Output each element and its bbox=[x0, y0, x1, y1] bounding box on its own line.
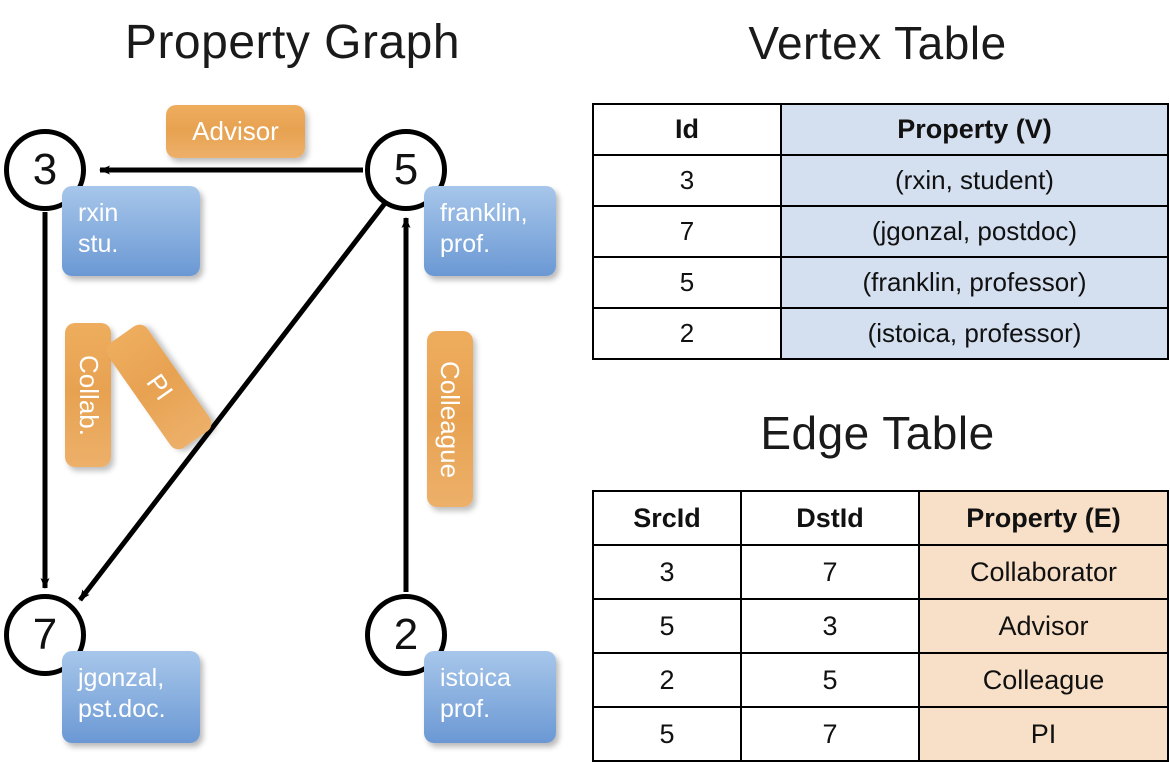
vertex-table-header-row: Id Property (V) bbox=[592, 103, 1169, 156]
vertex-table-cell-property: (jgonzal, postdoc) bbox=[780, 205, 1169, 258]
vertex-table-cell-property: (rxin, student) bbox=[780, 154, 1169, 207]
edge-table-header-row: SrcId DstId Property (E) bbox=[592, 490, 1169, 546]
edge-table-cell-dstid: 3 bbox=[740, 598, 920, 654]
table-row: 3 7 Collaborator bbox=[592, 544, 1169, 600]
edge-table-cell-srcid: 2 bbox=[592, 652, 742, 708]
edge-table-header-srcid: SrcId bbox=[592, 490, 742, 546]
edge-table-cell-srcid: 5 bbox=[592, 706, 742, 762]
vertex-property-box-2-line1: istoica bbox=[440, 664, 511, 692]
edge-table-cell-dstid: 5 bbox=[740, 652, 920, 708]
vertex-property-box-3: rxin stu. bbox=[62, 186, 200, 276]
vertex-property-box-7-line2: pst.doc. bbox=[78, 695, 166, 723]
graph-vertex-2[interactable]: 2 bbox=[365, 594, 447, 676]
edge-table-cell-property: Collaborator bbox=[918, 544, 1169, 600]
edge-property-box-pi-label: PI bbox=[140, 368, 179, 406]
edge-property-box-colleague-label: Colleague bbox=[435, 360, 466, 478]
edge-table: SrcId DstId Property (E) 3 7 Collaborato… bbox=[592, 490, 1169, 762]
table-row: 5 3 Advisor bbox=[592, 598, 1169, 654]
table-row: 5 7 PI bbox=[592, 706, 1169, 762]
vertex-property-box-5-line2: prof. bbox=[440, 230, 491, 258]
vertex-property-box-3-line1: rxin bbox=[78, 199, 119, 227]
page-title-property-graph: Property Graph bbox=[124, 16, 461, 69]
vertex-property-box-3-line2: stu. bbox=[78, 230, 119, 258]
vertex-property-box-2-line2: prof. bbox=[440, 695, 491, 723]
edge-pi-5-to-7 bbox=[78, 196, 391, 602]
vertex-table-cell-id: 3 bbox=[592, 154, 782, 207]
vertex-table-cell-id: 5 bbox=[592, 256, 782, 309]
vertex-table-header-id: Id bbox=[592, 103, 782, 156]
vertex-table-header-property: Property (V) bbox=[780, 103, 1169, 156]
vertex-property-box-7-line1: jgonzal, bbox=[78, 664, 165, 692]
edge-table-cell-srcid: 5 bbox=[592, 598, 742, 654]
edge-table-cell-property: Colleague bbox=[918, 652, 1169, 708]
vertex-property-box-7: jgonzal, pst.doc. bbox=[62, 651, 200, 743]
edge-property-box-collab-label: Collab. bbox=[73, 354, 104, 436]
vertex-table-cell-id: 2 bbox=[592, 307, 782, 360]
table-row: 7 (jgonzal, postdoc) bbox=[592, 205, 1169, 258]
edge-property-box-collab: Collab. bbox=[65, 323, 111, 467]
table-row: 2 5 Colleague bbox=[592, 652, 1169, 708]
edge-property-box-advisor-label: Advisor bbox=[192, 116, 279, 146]
edge-table-cell-dstid: 7 bbox=[740, 544, 920, 600]
graph-vertex-5-id: 5 bbox=[393, 145, 419, 194]
property-graph-panel: Property Graph 3 5 7 2 bbox=[0, 0, 585, 760]
edge-property-box-colleague: Colleague bbox=[427, 331, 473, 507]
edge-table-cell-srcid: 3 bbox=[592, 544, 742, 600]
table-row: 2 (istoica, professor) bbox=[592, 307, 1169, 360]
edge-property-box-advisor: Advisor bbox=[166, 105, 305, 158]
table-row: 5 (franklin, professor) bbox=[592, 256, 1169, 309]
graph-vertex-3-id: 3 bbox=[32, 145, 58, 194]
vertex-property-box-2: istoica prof. bbox=[424, 651, 556, 743]
edge-table-cell-property: Advisor bbox=[918, 598, 1169, 654]
edge-table-cell-dstid: 7 bbox=[740, 706, 920, 762]
vertex-table-cell-property: (istoica, professor) bbox=[780, 307, 1169, 360]
vertex-table: Id Property (V) 3 (rxin, student) 7 (jgo… bbox=[592, 103, 1169, 360]
graph-vertex-7-id: 7 bbox=[32, 610, 58, 659]
graph-vertex-2-id: 2 bbox=[393, 610, 419, 659]
vertex-table-cell-id: 7 bbox=[592, 205, 782, 258]
edge-table-cell-property: PI bbox=[918, 706, 1169, 762]
graph-edges-layer bbox=[40, 165, 411, 602]
table-row: 3 (rxin, student) bbox=[592, 154, 1169, 207]
graph-vertex-5[interactable]: 5 bbox=[365, 129, 447, 211]
vertex-property-box-5-line1: franklin, bbox=[440, 199, 528, 227]
page-title-edge-table: Edge Table bbox=[760, 407, 995, 459]
vertex-property-box-5: franklin, prof. bbox=[424, 186, 556, 276]
page-title-vertex-table: Vertex Table bbox=[748, 17, 1007, 69]
edge-table-header-dstid: DstId bbox=[740, 490, 920, 546]
vertex-table-cell-property: (franklin, professor) bbox=[780, 256, 1169, 309]
edge-table-header-property: Property (E) bbox=[918, 490, 1169, 546]
